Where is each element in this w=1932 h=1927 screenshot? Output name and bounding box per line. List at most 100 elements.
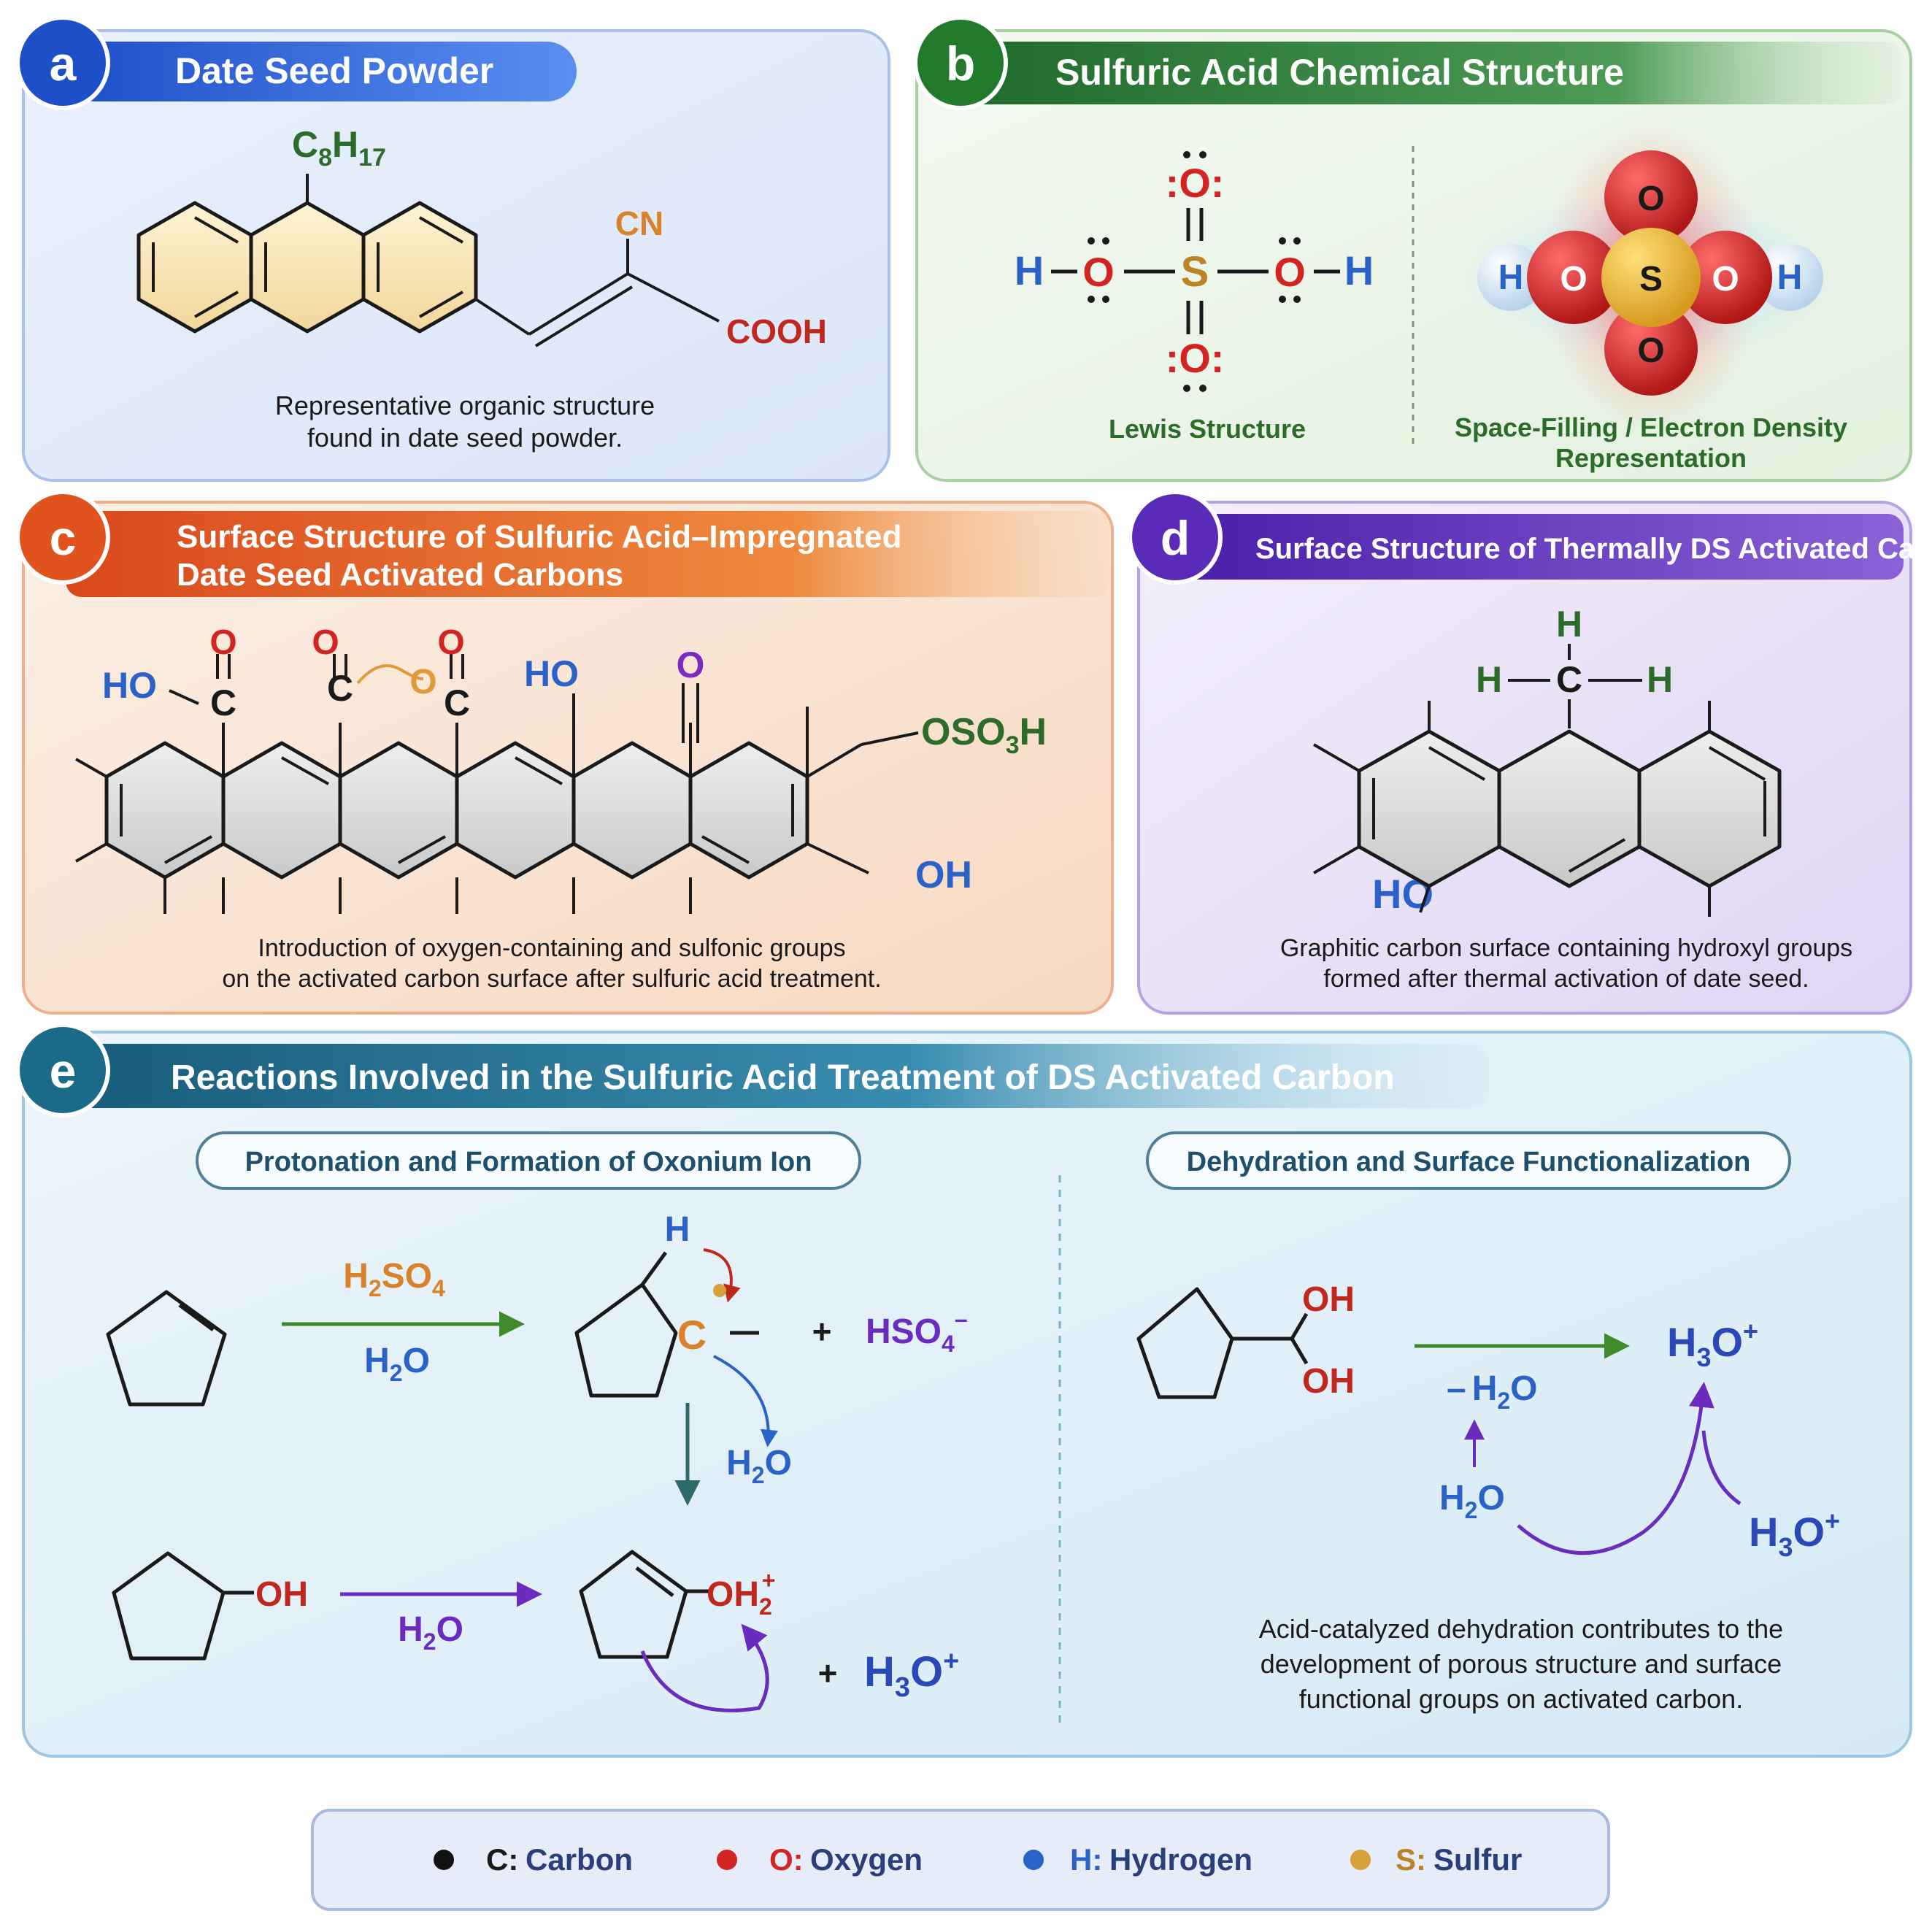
svg-text:Oxygen: Oxygen [810, 1842, 923, 1877]
cyclopentyl-diol [1136, 1287, 1234, 1399]
space-label-1: Space-Filling / Electron Density [1455, 412, 1847, 442]
cooh-label: COOH [726, 312, 827, 350]
sf-h-left [1477, 244, 1544, 311]
legend-item-hydrogen: H: Hydrogen [1023, 1842, 1252, 1877]
plus-1: + [812, 1312, 832, 1350]
panel-c: c Surface Structure of Sulfuric Acid–Imp… [15, 490, 1114, 1015]
d-h-left: H [1476, 659, 1502, 700]
right-subtitle-pill [1146, 1131, 1791, 1190]
carbocation-c: C [677, 1312, 707, 1358]
curved-arrow-red [703, 1248, 741, 1303]
panel-d-letter: d [1161, 511, 1190, 565]
oso3h-label: OSO3H [921, 711, 1047, 759]
svg-text:O: O [1560, 260, 1587, 299]
d-h-right: H [1647, 659, 1673, 700]
panel-b-letter: b [946, 36, 975, 91]
arrow-h3o-curve [1517, 1382, 1714, 1555]
panel-c-caption-1: Introduction of oxygen-containing and su… [258, 934, 845, 962]
c-oh-label: OH [915, 854, 972, 896]
legend-item-oxygen: O: Oxygen [717, 1842, 923, 1877]
svg-text:O: O [437, 623, 464, 662]
reagent-h2o-top: H2O [364, 1342, 430, 1386]
curved-arrow-purple [640, 1623, 769, 1712]
legend-item-sulfur: S: Sulfur [1350, 1842, 1522, 1877]
sf-h-right [1756, 244, 1823, 311]
sf-o-bottom [1604, 302, 1698, 396]
oxonium-oh2: OH2+ [707, 1567, 775, 1620]
left-subtitle: Protonation and Formation of Oxonium Ion [245, 1147, 812, 1177]
carbocation-ring [574, 1282, 678, 1398]
c-ho-mid: HO [524, 653, 579, 694]
panel-e-caption-3: functional groups on activated carbon. [1299, 1684, 1743, 1714]
panel-e-caption-1: Acid-catalyzed dehydration contributes t… [1259, 1614, 1783, 1644]
c-o-keto: O [677, 645, 705, 685]
panel-e-badge [15, 1023, 110, 1118]
oxonium-ring [579, 1550, 688, 1659]
svg-text:C: C [444, 682, 470, 723]
panel-e-title-bar [66, 1044, 1489, 1108]
panel-b: b Sulfuric Acid Chemical Structure H O S… [913, 15, 1912, 482]
space-label-2: Representation [1555, 443, 1747, 473]
sf-o-left [1527, 231, 1620, 324]
svg-text:H: H [1777, 258, 1803, 297]
carbon-dot-icon [434, 1850, 454, 1870]
curved-arrow-blue [713, 1355, 778, 1447]
carbon-sheet-c [104, 741, 809, 880]
panel-c-badge [15, 490, 110, 585]
panel-d: d Surface Structure of Thermally DS Acti… [1128, 490, 1932, 1015]
panel-d-title-bar [1181, 514, 1904, 580]
panel-a: a Date Seed Powder C8H17 CN COOH Re [15, 15, 890, 482]
panel-d-title: Surface Structure of Thermally DS Activa… [1255, 533, 1932, 565]
panel-a-badge [15, 15, 110, 110]
svg-text:O: O [1712, 260, 1739, 299]
lewis-o-right: O [1274, 249, 1306, 295]
right-subtitle: Dehydration and Surface Functionalizatio… [1187, 1147, 1751, 1177]
diol-oh-top: OH [1302, 1280, 1355, 1319]
legend: C: Carbon O: Oxygen H: Hydrogen S: Sulfu… [311, 1809, 1610, 1911]
panel-c-letter: c [50, 511, 77, 565]
cn-label: CN [615, 204, 663, 242]
product-h3o-right-top: H3O+ [1667, 1316, 1758, 1372]
panel-e-caption-2: development of porous structure and surf… [1261, 1649, 1782, 1679]
sf-s [1601, 228, 1701, 327]
panel-d-badge [1128, 490, 1223, 585]
panel-c-title-bar [66, 511, 1109, 597]
oxygen-dot-icon [717, 1850, 737, 1870]
svg-text:Sulfur: Sulfur [1433, 1842, 1522, 1877]
svg-text:S:: S: [1396, 1842, 1426, 1877]
left-subtitle-pill [196, 1131, 861, 1190]
space-filling-model: H H O O O O S [1458, 123, 1844, 429]
lewis-o-bottom: :O: [1166, 335, 1225, 381]
reagent-h2o-right: H2O [1439, 1479, 1505, 1523]
panel-e-frame [22, 1031, 1912, 1758]
svg-text:H: H [1498, 258, 1524, 297]
reagent-h2o-bottom: H2O [398, 1610, 463, 1655]
panel-a-title: Date Seed Powder [175, 50, 493, 91]
panel-c-title-1: Surface Structure of Sulfuric Acid–Impre… [177, 519, 901, 555]
panel-a-caption-1: Representative organic structure [275, 391, 655, 420]
sf-o-top [1604, 150, 1698, 244]
reagent-h2so4: H2SO4 [343, 1257, 445, 1301]
hydrogen-dot-icon [1023, 1850, 1044, 1870]
lewis-label: Lewis Structure [1109, 414, 1306, 444]
reagent-h2o-mid: H2O [726, 1444, 792, 1488]
cyclopentene [106, 1290, 227, 1407]
plus-2: + [818, 1654, 838, 1692]
panel-d-caption-1: Graphitic carbon surface containing hydr… [1280, 934, 1852, 962]
svg-text:Hydrogen: Hydrogen [1109, 1842, 1252, 1877]
lewis-h-left: H [1015, 247, 1044, 293]
panel-e-letter: e [50, 1044, 77, 1098]
diol-oh-bottom: OH [1302, 1362, 1355, 1401]
carbon-sheet-d [1357, 729, 1782, 888]
svg-text:O: O [312, 623, 339, 662]
svg-text:O: O [209, 623, 236, 662]
product-hso4: HSO4– [866, 1306, 968, 1357]
legend-frame [311, 1809, 1610, 1911]
panel-b-title-bar [959, 42, 1901, 104]
panel-c-caption-2: on the activated carbon surface after su… [222, 965, 881, 993]
panel-a-caption-2: found in date seed powder. [307, 423, 623, 453]
svg-text:C: C [210, 682, 236, 723]
svg-text:S: S [1639, 260, 1663, 299]
cyclopentanol [112, 1551, 226, 1661]
svg-text:O:: O: [769, 1842, 804, 1877]
